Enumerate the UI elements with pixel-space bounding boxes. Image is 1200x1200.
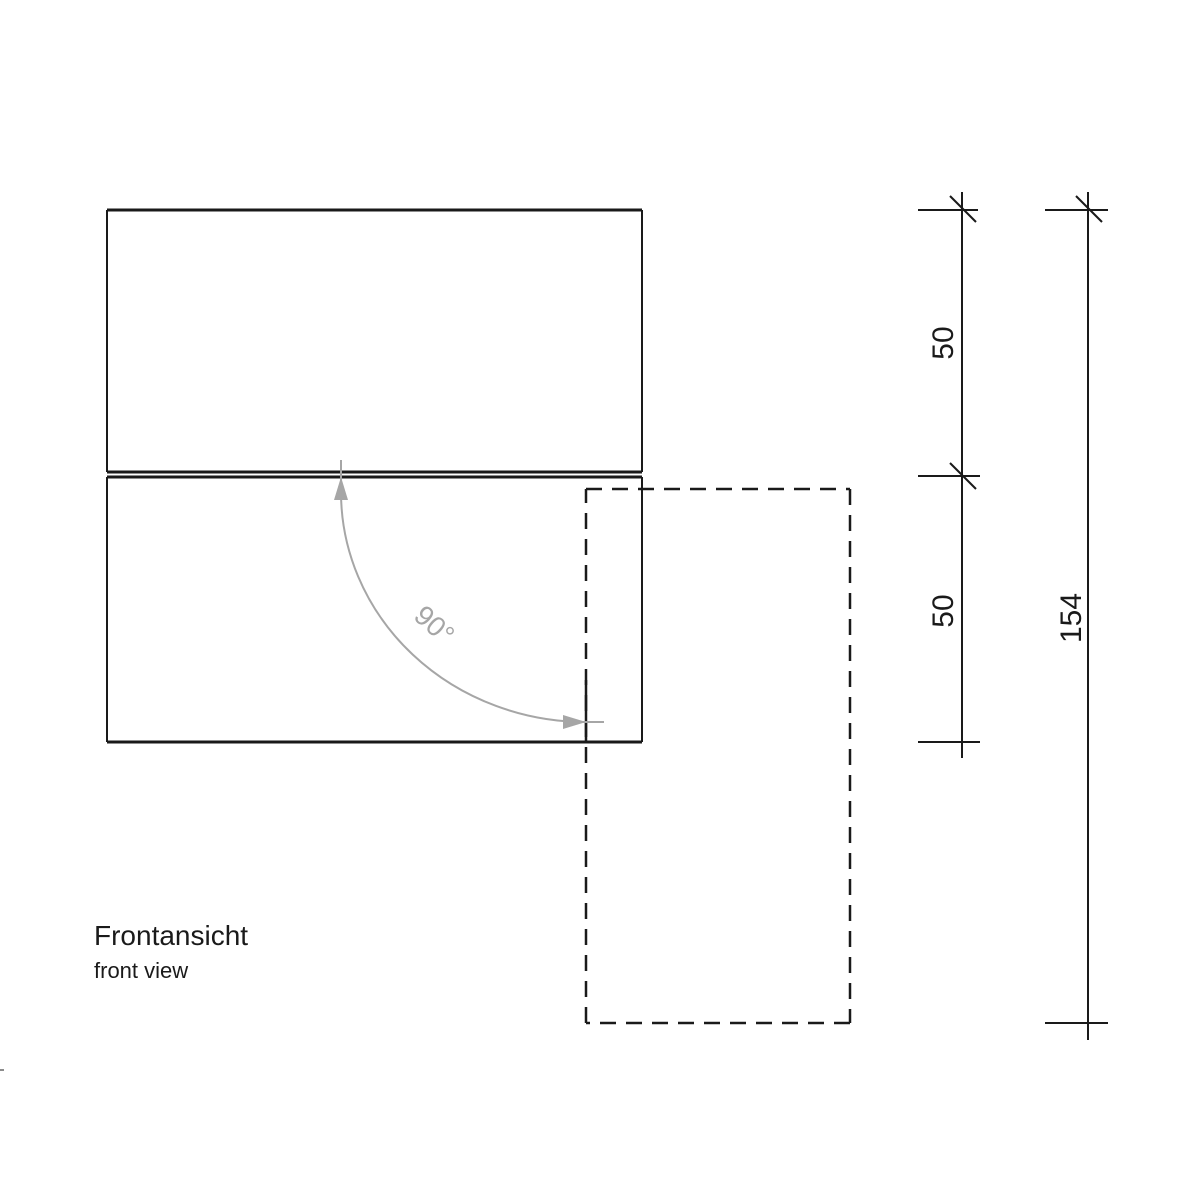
opened-flap-dashed-outline <box>584 487 852 1025</box>
arc-arrowhead-up-icon <box>334 477 348 500</box>
opening-arc <box>340 460 604 723</box>
dimension-overall <box>1045 192 1108 1040</box>
arc-arrowhead-right-icon <box>563 715 586 729</box>
dimension-chain-left <box>918 192 980 758</box>
caption-subtitle: front view <box>94 958 189 983</box>
dimension-lower-label: 50 <box>927 594 960 627</box>
caption-title: Frontansicht <box>94 920 249 951</box>
dimension-overall-label: 154 <box>1055 593 1088 643</box>
upper-panel <box>106 208 643 474</box>
dimension-upper-label: 50 <box>927 326 960 359</box>
angle-label: 90° <box>408 599 460 650</box>
lower-panel <box>106 475 643 744</box>
